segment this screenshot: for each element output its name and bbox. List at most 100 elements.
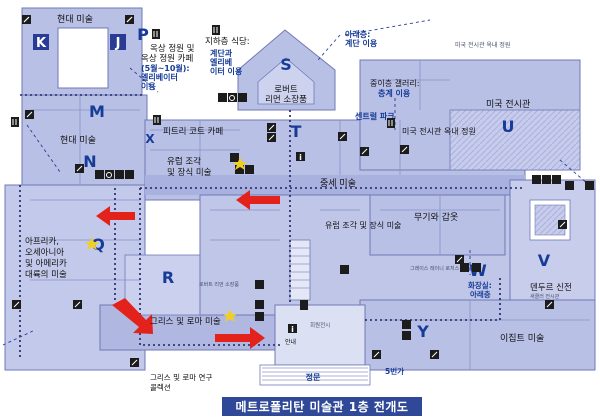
- label-basement-dining-4: 이터 이용: [210, 66, 243, 76]
- elevator-icon: [235, 165, 244, 174]
- caption-bar: 메트로폴리탄 미술관 1층 전개도: [222, 397, 422, 416]
- label-entrance: 정문: [306, 372, 321, 382]
- water-icon: [115, 170, 124, 179]
- information-icon: i: [288, 324, 297, 334]
- restaurant-icon: [152, 29, 160, 39]
- r-gallery-block: [124, 254, 201, 316]
- label-africa-4: 대륙의 미술: [25, 269, 67, 280]
- label-european-sculpture-1: 유럽 조각: [167, 156, 201, 167]
- stairs-icon: [267, 133, 276, 142]
- label-africa-1: 아프리카,: [25, 236, 59, 247]
- wheelchair-icon: [542, 175, 551, 184]
- restaurant-icon: [387, 118, 395, 128]
- wheelchair-icon: [255, 280, 264, 289]
- svg-text:S: S: [280, 55, 292, 74]
- arrow-entrance: [215, 327, 265, 349]
- label-arms: 무기와 갑옷: [414, 211, 458, 223]
- restroom-icon: [95, 170, 104, 179]
- stairs-icon: [360, 147, 369, 156]
- label-rooftop-2: 옥상 정원 카페: [141, 53, 193, 64]
- label-r-small: 로버트 리먼 소장품: [199, 281, 239, 288]
- restroom-icon: [402, 320, 411, 329]
- arrow-medieval: [236, 190, 280, 210]
- restroom-icon: [460, 263, 469, 272]
- label-sackler: 새클러 전시관: [530, 293, 560, 300]
- elevator-icon: [218, 93, 227, 102]
- arrow-greek: [112, 298, 153, 334]
- svg-text:U: U: [502, 117, 515, 136]
- wheelchair-icon: [105, 170, 114, 179]
- map-icons: i i: [11, 15, 594, 367]
- label-greek-roman-study-2: 콜렉션: [150, 382, 171, 392]
- label-american-wing: 미국 전시관: [486, 99, 530, 110]
- svg-text:i: i: [299, 153, 302, 162]
- label-lower-floor-1: 아래층:: [345, 29, 370, 39]
- egyptian-block: [359, 299, 596, 371]
- stairs-icon: [130, 358, 139, 367]
- restaurant-icon: [11, 117, 19, 127]
- restaurant-icon: [153, 115, 161, 125]
- great-hall: [274, 304, 366, 366]
- label-rooftop-1: 옥상 정원 및: [150, 43, 195, 54]
- label-restroom-1: 화장실:: [468, 280, 492, 290]
- stairs-icon: [455, 255, 464, 264]
- phone-icon: [125, 170, 134, 179]
- label-rooftop-5: 이용: [141, 81, 156, 91]
- elevator-icon: [472, 263, 481, 272]
- label-greek-roman-study-1: 그리스 및 로마 연구: [150, 372, 212, 382]
- stairs-icon: [73, 300, 82, 309]
- stairs-icon: [558, 220, 567, 229]
- svg-text:V: V: [538, 251, 551, 270]
- svg-text:T: T: [291, 122, 302, 141]
- svg-text:N: N: [83, 152, 96, 171]
- stairs-icon: [372, 350, 381, 359]
- label-europe-sculpture-deco: 유럽 조각 및 장식 미술: [325, 220, 401, 230]
- label-central-park: 센트럴 파크: [355, 111, 395, 121]
- label-restroom-2: 아래층: [470, 289, 491, 299]
- label-medieval: 중세 미술: [320, 178, 356, 189]
- wheelchair-icon: [585, 181, 594, 190]
- american-courtyard: [449, 109, 581, 171]
- label-street: 5번가: [385, 366, 404, 376]
- label-mezzanine-1: 중이층 갤러리:: [370, 78, 419, 88]
- audio-guide-icon: [255, 312, 264, 321]
- label-modern-top: 현대 미술: [57, 14, 93, 25]
- restaurant-icon: [212, 25, 220, 35]
- label-petrie: 피트리 코트 카페: [163, 126, 223, 137]
- label-basement-dining-1: 지하층 식당:: [205, 36, 250, 47]
- svg-text:Q: Q: [91, 235, 105, 254]
- wheelchair-icon: [402, 331, 411, 340]
- label-egypt: 이집트 미술: [500, 332, 544, 344]
- wheelchair-icon: [230, 153, 239, 162]
- highlight-arrows: [96, 190, 280, 349]
- label-hall: 회원전시: [310, 321, 330, 329]
- stairs-icon: [338, 132, 347, 141]
- arms-block: [369, 194, 506, 256]
- stairs-icon: [12, 300, 21, 309]
- label-lehman-2: 리먼 소장품: [265, 94, 307, 105]
- label-africa-3: 및 아메리카: [25, 258, 67, 269]
- svg-text:i: i: [291, 325, 294, 334]
- restroom-icon: [532, 175, 541, 184]
- information-icon: i: [296, 152, 305, 162]
- label-basement-dining-3: 엘리베: [210, 57, 232, 67]
- svg-text:P: P: [137, 25, 149, 44]
- label-american-small: 미국 전시관 옥내 정원: [455, 41, 510, 49]
- stairs-icon: [545, 300, 554, 309]
- svg-text:K: K: [36, 36, 47, 51]
- courtyard-void: [57, 27, 109, 89]
- label-rooftop-3: (5월~10월):: [141, 63, 190, 73]
- arrow-africa: [96, 206, 135, 226]
- stairs-icon: [267, 123, 276, 132]
- main-corridor: [145, 175, 525, 195]
- label-greek-roman: 그리스 및 로마 미술: [150, 316, 221, 327]
- label-temple: 덴두르 신전: [530, 282, 572, 293]
- water-icon: [552, 175, 561, 184]
- restroom-icon: [245, 165, 254, 174]
- elevator-icon: [22, 15, 31, 24]
- coat-check-icon: [255, 300, 264, 309]
- label-lower-floor-2: 계단 이용: [345, 38, 378, 48]
- svg-text:Y: Y: [416, 322, 429, 341]
